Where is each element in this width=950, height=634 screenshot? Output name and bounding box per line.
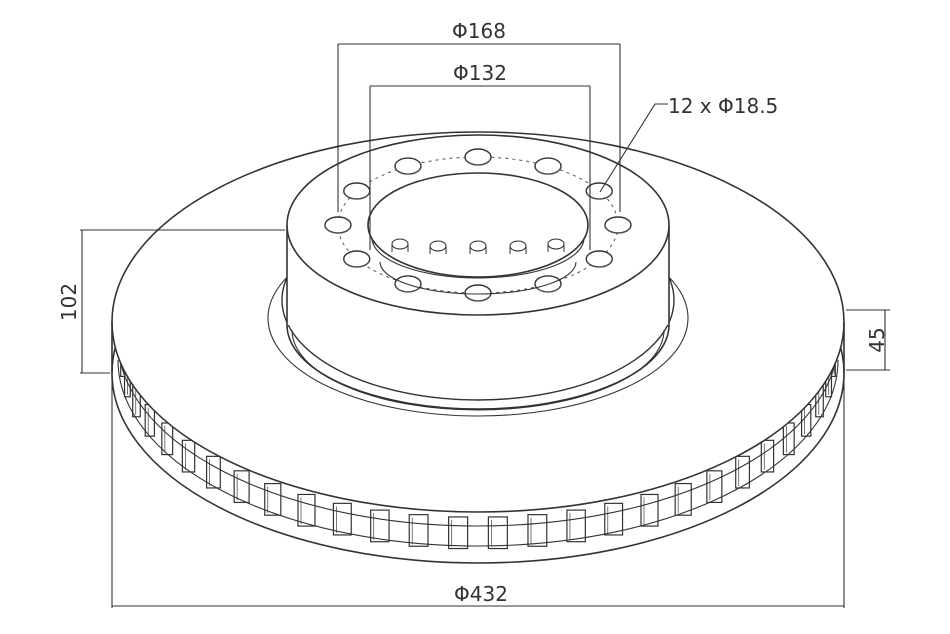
- bolt-holes: [324, 148, 632, 302]
- dim-thickness-label: 45: [865, 327, 889, 352]
- vent-slot: [370, 509, 390, 543]
- vent-slot: [332, 502, 352, 536]
- inner-bolt-head: [429, 240, 447, 254]
- dimensions: Φ168 Φ132 12 x Φ18.5 102 45 Φ432: [57, 19, 890, 608]
- bolt-hole: [464, 284, 492, 302]
- dim-bolt-holes-leader: [599, 103, 668, 193]
- inner-bolt-head: [509, 240, 527, 254]
- bolt-hole: [534, 157, 562, 175]
- vent-band-top-line: [117, 339, 839, 527]
- inner-bolt-heads: [391, 238, 565, 254]
- vent-slot: [566, 509, 586, 543]
- bolt-hole: [464, 148, 492, 166]
- vent-slot: [527, 514, 548, 547]
- vent-slot: [604, 502, 624, 536]
- bolt-hole: [324, 216, 352, 234]
- dim-bolt-circle-label: Φ132: [453, 61, 507, 85]
- inner-bolt-head: [469, 240, 487, 254]
- bolt-hole: [394, 157, 422, 175]
- bolt-hole: [343, 182, 371, 200]
- bolt-hole: [585, 182, 613, 200]
- dim-bolt-holes-label: 12 x Φ18.5: [668, 94, 778, 118]
- inner-bolt-head: [547, 238, 565, 252]
- vent-slot: [448, 516, 469, 550]
- bolt-hole: [585, 250, 613, 268]
- vent-slots: [117, 339, 839, 550]
- inner-bolt-head: [391, 238, 409, 252]
- dim-total-height-label: 102: [57, 283, 81, 321]
- hub: [281, 134, 675, 411]
- vent-band-bottom-line: [117, 359, 839, 547]
- bolt-hole: [604, 216, 632, 234]
- center-bore-floor: [379, 261, 577, 295]
- vent-slot: [487, 516, 508, 550]
- vent-slot: [408, 514, 429, 547]
- hub-bottom-edge-inner: [291, 329, 665, 411]
- dim-hub-diameter-label: Φ168: [452, 19, 506, 43]
- bolt-hole: [343, 250, 371, 268]
- center-bore-inner-wall: [371, 237, 585, 279]
- center-bore-top: [367, 172, 589, 278]
- dim-outer-diameter-label: Φ432: [454, 582, 508, 606]
